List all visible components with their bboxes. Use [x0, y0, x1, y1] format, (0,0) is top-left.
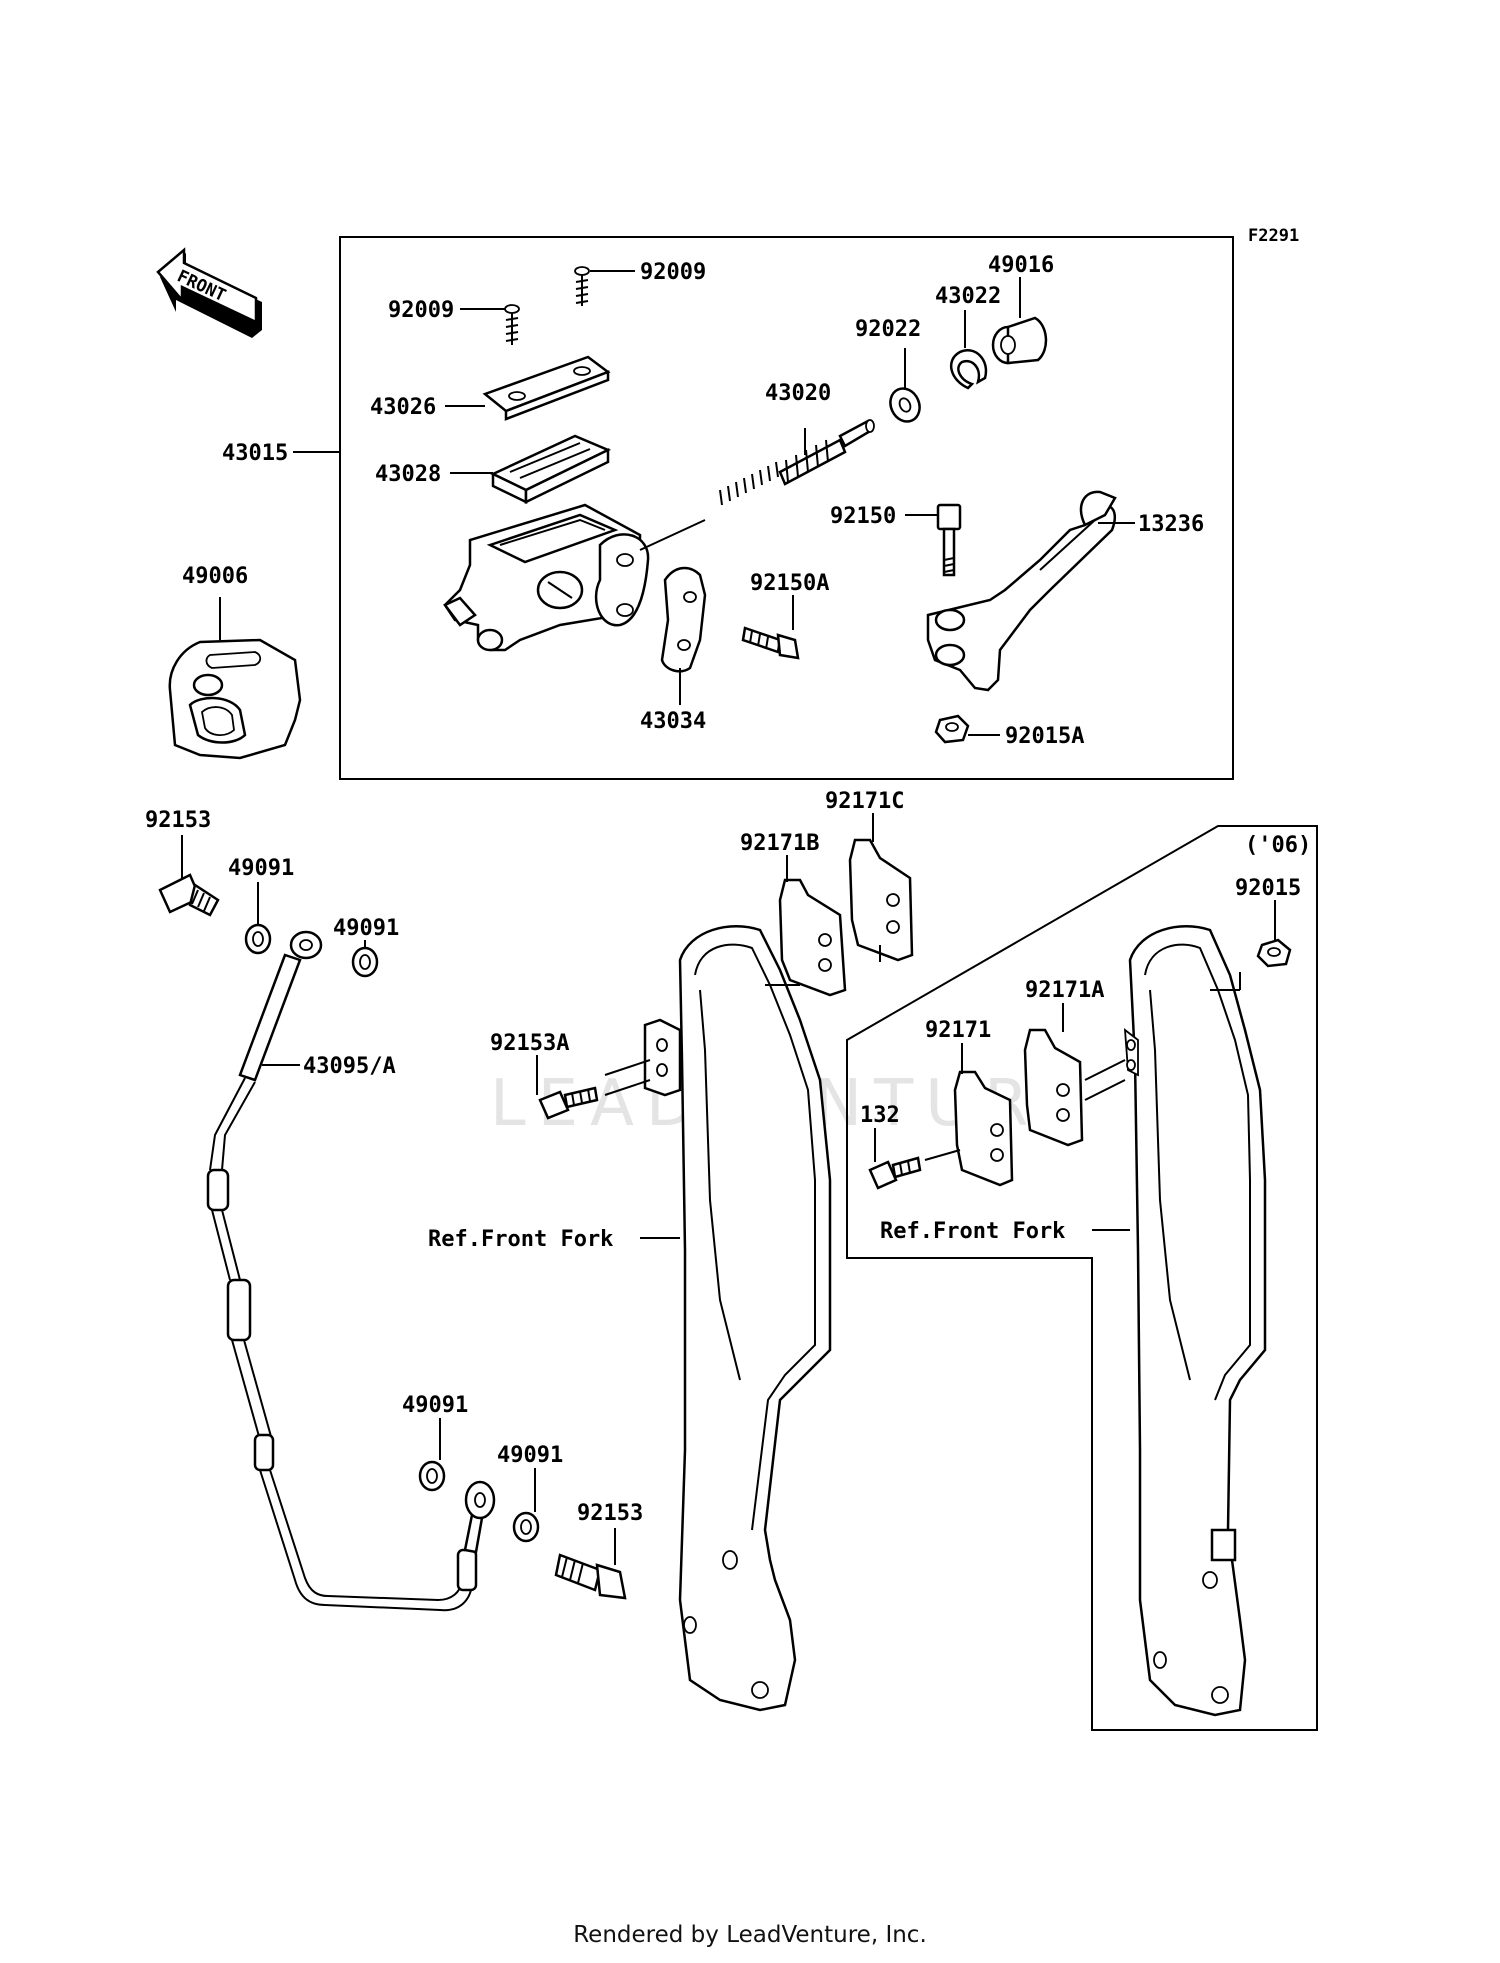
variant-note: ('06) — [1245, 833, 1311, 858]
bolt-92153A — [538, 1086, 599, 1120]
reservoir-cap-43026 — [482, 355, 611, 421]
label-ref-front-fork-right: Ref.Front Fork — [880, 1219, 1065, 1244]
label-92153-bottom: 92153 — [577, 1501, 643, 1526]
bracket-92171A — [1023, 1028, 1084, 1147]
label-49091-d: 49091 — [497, 1443, 563, 1468]
screw-92009-a — [504, 304, 520, 345]
piston-spring-43020 — [719, 419, 875, 506]
bracket-92171B — [778, 878, 847, 997]
label-92153-top: 92153 — [145, 808, 211, 833]
diaphragm-43028 — [490, 434, 612, 505]
figure-id: F2291 — [1248, 226, 1299, 246]
bracket-92171 — [953, 1070, 1014, 1187]
label-43015: 43015 — [222, 441, 288, 466]
washer-49091-c — [418, 1460, 446, 1492]
master-cylinder-body — [443, 503, 650, 652]
brake-hose-43095 — [206, 930, 496, 1612]
dust-boot-49016 — [991, 316, 1048, 365]
label-92171: 92171 — [925, 1018, 991, 1043]
clamp-bolt-92150A — [741, 626, 800, 660]
label-92171A: 92171A — [1025, 978, 1104, 1003]
nut-92015 — [1256, 938, 1292, 968]
label-92171B: 92171B — [740, 831, 819, 856]
master-cylinder-assembly-frame — [339, 236, 1234, 780]
fork-guard-right — [1128, 925, 1267, 1717]
label-49091-c: 49091 — [402, 1393, 468, 1418]
front-arrow-icon: FRONT — [156, 247, 262, 338]
label-43026: 43026 — [370, 395, 436, 420]
washer-49091-b — [351, 946, 379, 978]
screw-92009-b — [574, 266, 590, 306]
label-49006: 49006 — [182, 564, 248, 589]
label-13236: 13236 — [1138, 512, 1204, 537]
label-49091-b: 49091 — [333, 916, 399, 941]
nut-92015A — [934, 714, 970, 744]
label-92171C: 92171C — [825, 789, 904, 814]
label-92015: 92015 — [1235, 876, 1301, 901]
label-43020: 43020 — [765, 381, 831, 406]
label-92022: 92022 — [855, 317, 921, 342]
label-92015A: 92015A — [1005, 724, 1084, 749]
label-132: 132 — [860, 1103, 900, 1128]
pivot-bolt-92150 — [936, 503, 962, 577]
brake-lever-13236 — [926, 490, 1117, 692]
mounting-tab-left — [643, 1018, 682, 1097]
washer-49091-d — [512, 1511, 540, 1543]
label-49091-a: 49091 — [228, 856, 294, 881]
label-43034: 43034 — [640, 709, 706, 734]
bracket-92171C — [848, 838, 914, 962]
label-49016: 49016 — [988, 253, 1054, 278]
washer-92022 — [889, 387, 921, 423]
label-ref-front-fork-left: Ref.Front Fork — [428, 1227, 613, 1252]
label-92150: 92150 — [830, 504, 896, 529]
label-43022: 43022 — [935, 284, 1001, 309]
label-92150A: 92150A — [750, 571, 829, 596]
label-92153A: 92153A — [490, 1031, 569, 1056]
footer-credit: Rendered by LeadVenture, Inc. — [573, 1922, 927, 1948]
circlip-43022 — [949, 349, 988, 390]
banjo-bolt-92153-top — [158, 873, 220, 917]
variant-06-frame — [846, 825, 1318, 1731]
cover-49006 — [168, 638, 302, 760]
fork-guard-left — [678, 925, 832, 1712]
washer-49091-a — [244, 923, 272, 955]
label-43028: 43028 — [375, 462, 441, 487]
clamp-43034 — [660, 566, 707, 673]
label-92009-left: 92009 — [388, 298, 454, 323]
banjo-bolt-92153-bottom — [554, 1553, 627, 1600]
label-43095A: 43095/A — [303, 1054, 396, 1079]
bolt-132 — [868, 1156, 922, 1190]
label-92009-right: 92009 — [640, 260, 706, 285]
